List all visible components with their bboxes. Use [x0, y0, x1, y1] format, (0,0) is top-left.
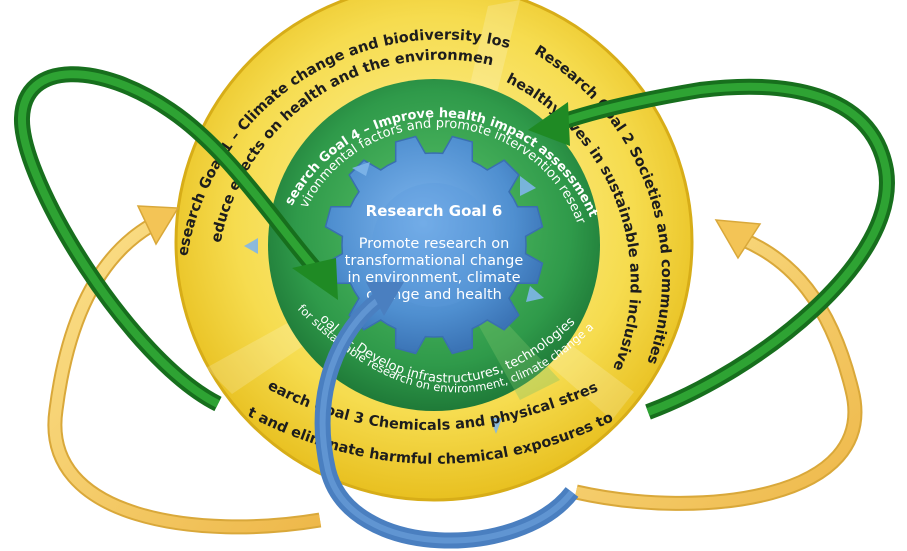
goal6-line-2: transformational change — [345, 253, 524, 269]
yellow-arrow-left — [47, 205, 322, 535]
goal6-label: Research Goal 6 Promote research on tran… — [345, 202, 524, 303]
goal6-line-4: change and health — [366, 287, 502, 303]
goal6-title: Research Goal 6 — [366, 202, 503, 220]
blue-arrow — [314, 282, 579, 549]
green-arrow-left — [13, 66, 338, 412]
green-arrow-right — [528, 78, 895, 420]
goal6-line-1: Promote research on — [359, 236, 510, 252]
inner-arrows — [244, 162, 544, 434]
yellow-arrow-right — [574, 219, 863, 511]
